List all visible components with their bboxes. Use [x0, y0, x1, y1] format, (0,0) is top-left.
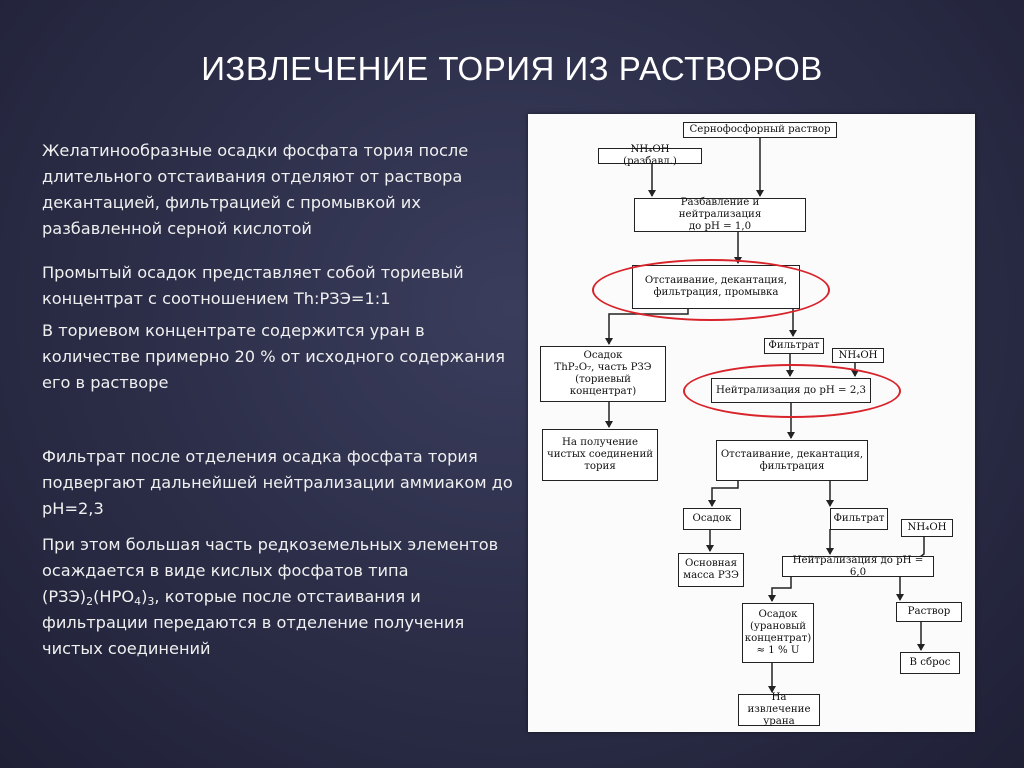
node-nh4oh-1: NH₄OH [832, 348, 884, 363]
node-nh4oh-dil: NH₄OH (разбавл.) [598, 144, 702, 167]
paragraph-5-sub-c: 3 [147, 595, 155, 608]
highlight-ellipse-settling1 [592, 259, 830, 321]
node-filtrate2: Фильтрат [830, 508, 888, 530]
node-nh4oh-2: NH₄OH [901, 519, 953, 537]
paragraph-5-sub-a: 2 [86, 595, 94, 608]
highlight-ellipse-neutral23 [683, 364, 901, 418]
paragraph-5-sub-b: 4 [134, 595, 142, 608]
paragraph-3: В ториевом концентрате содержится уран в… [42, 321, 505, 392]
node-precipitate2: Осадок [683, 508, 741, 530]
paragraph-4: Фильтрат после отделения осадка фосфата … [42, 447, 513, 518]
paragraph-5-text-b: (HPO [93, 587, 135, 606]
node-settling2: Отстаивание, декантация,фильтрация [716, 440, 868, 481]
paragraph-5-text-d: , которые после отстаивания и фильтрации… [42, 587, 465, 658]
node-to-waste: В сброс [900, 652, 960, 674]
node-filtrate1: Фильтрат [764, 338, 824, 354]
node-neutral60: Нейтрализация до pH = 6,0 [782, 555, 934, 578]
slide-title: ИЗВЛЕЧЕНИЕ ТОРИЯ ИЗ РАСТВОРОВ [201, 50, 823, 87]
flowchart-panel: Сернофосфорный раствор NH₄OH (разбавл.) … [528, 114, 975, 732]
connector-settling2-split [708, 480, 739, 507]
paragraph-1: Желатинообразные осадки фосфата тория по… [42, 141, 469, 238]
paragraph-5-text-c: ) [141, 587, 148, 606]
node-source: Сернофосфорный раствор [683, 122, 837, 138]
paragraph-2: Промытый осадок представляет собой торие… [42, 263, 464, 308]
node-solution: Раствор [896, 602, 962, 622]
paragraph-5: При этом большая часть редкоземельных эл… [42, 532, 522, 662]
connector-neutral60-left [768, 576, 792, 602]
paragraph-5-text-a: При этом большая часть редкоземельных эл… [42, 535, 499, 606]
